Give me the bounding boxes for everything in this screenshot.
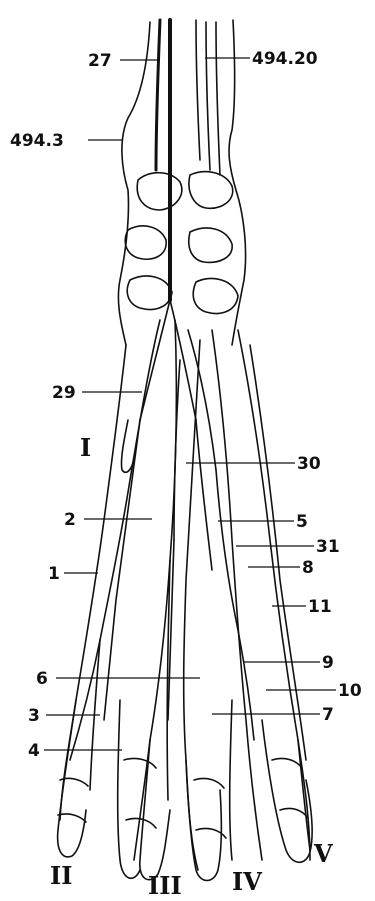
label-9: 9 <box>322 653 334 673</box>
label-3: 3 <box>28 706 40 726</box>
digit-label-i: I <box>80 433 91 462</box>
leader-lines <box>44 58 336 750</box>
label-11: 11 <box>308 597 332 617</box>
label-494-20: 494.20 <box>252 49 318 69</box>
digit-label-iii: III <box>148 871 182 896</box>
label-29: 29 <box>52 383 76 403</box>
label-31: 31 <box>316 537 340 557</box>
label-10: 10 <box>338 681 362 701</box>
label-6: 6 <box>36 669 48 689</box>
label-5: 5 <box>296 512 308 532</box>
label-494-3: 494.3 <box>10 131 64 151</box>
digit-label-iv: IV <box>232 867 262 896</box>
label-1: 1 <box>48 564 60 584</box>
foot-outline-drawing <box>58 20 312 881</box>
digit-label-ii: II <box>50 861 72 890</box>
label-2: 2 <box>64 510 76 530</box>
label-4: 4 <box>28 741 40 761</box>
number-labels: 27 494.20 494.3 29 30 2 5 31 1 8 11 9 6 … <box>10 49 362 761</box>
label-7: 7 <box>322 705 334 725</box>
label-30: 30 <box>297 454 321 474</box>
digit-labels: I II III IV V <box>50 433 333 896</box>
label-8: 8 <box>302 558 314 578</box>
digit-label-v: V <box>313 839 333 868</box>
label-27: 27 <box>88 51 112 71</box>
